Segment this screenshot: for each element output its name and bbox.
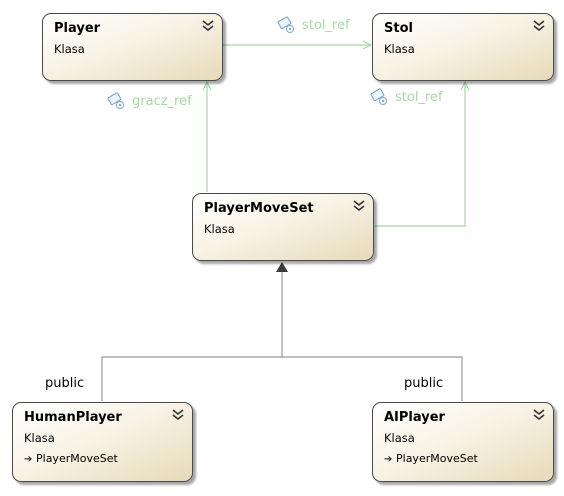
inheritance-visibility-aiplayer: public — [404, 376, 444, 391]
inheritance-line-aiplayer[interactable] — [282, 356, 463, 401]
association-label-moveset-player[interactable]: gracz_ref — [106, 92, 192, 110]
association-line-moveset-stol[interactable] — [375, 82, 465, 227]
association-label-moveset-stol[interactable]: stol_ref — [369, 88, 443, 106]
double-chevron-up-icon[interactable] — [532, 18, 546, 32]
class-box-playermoveset[interactable]: PlayerMoveSet Klasa — [192, 193, 374, 261]
class-name: HumanPlayer — [24, 410, 122, 425]
class-box-stol[interactable]: Stol Klasa — [372, 13, 554, 81]
class-kind: Klasa — [204, 222, 235, 236]
property-icon — [370, 88, 387, 105]
inheritance-arrow-icon: ➔ — [24, 454, 33, 465]
association-name: stol_ref — [302, 17, 350, 33]
property-icon — [107, 92, 124, 109]
class-box-humanplayer[interactable]: HumanPlayer Klasa ➔PlayerMoveSet — [12, 402, 193, 482]
association-name: gracz_ref — [132, 93, 192, 109]
class-name: Stol — [384, 21, 413, 36]
inheritance-visibility-humanplayer: public — [45, 376, 85, 391]
association-name: stol_ref — [395, 89, 443, 105]
class-box-player[interactable]: Player Klasa — [42, 13, 223, 81]
class-box-aiplayer[interactable]: AIPlayer Klasa ➔PlayerMoveSet — [372, 402, 554, 482]
base-class-row: ➔PlayerMoveSet — [384, 452, 478, 465]
association-label-player-stol[interactable]: stol_ref — [276, 16, 350, 34]
double-chevron-up-icon[interactable] — [532, 407, 546, 421]
double-chevron-up-icon[interactable] — [171, 407, 185, 421]
base-class-name: PlayerMoveSet — [36, 452, 118, 465]
inheritance-arrowhead-icon — [276, 262, 288, 272]
double-chevron-up-icon[interactable] — [201, 18, 215, 32]
inheritance-arrow-icon: ➔ — [384, 454, 393, 465]
class-name: AIPlayer — [384, 410, 445, 425]
double-chevron-up-icon[interactable] — [352, 198, 366, 212]
class-kind: Klasa — [384, 431, 415, 445]
inheritance-line-humanplayer[interactable] — [101, 270, 283, 401]
property-icon — [277, 16, 294, 33]
class-kind: Klasa — [384, 42, 415, 56]
base-class-name: PlayerMoveSet — [396, 452, 478, 465]
class-kind: Klasa — [54, 42, 85, 56]
class-name: Player — [54, 21, 101, 36]
class-kind: Klasa — [24, 431, 55, 445]
base-class-row: ➔PlayerMoveSet — [24, 452, 118, 465]
class-name: PlayerMoveSet — [204, 201, 314, 216]
